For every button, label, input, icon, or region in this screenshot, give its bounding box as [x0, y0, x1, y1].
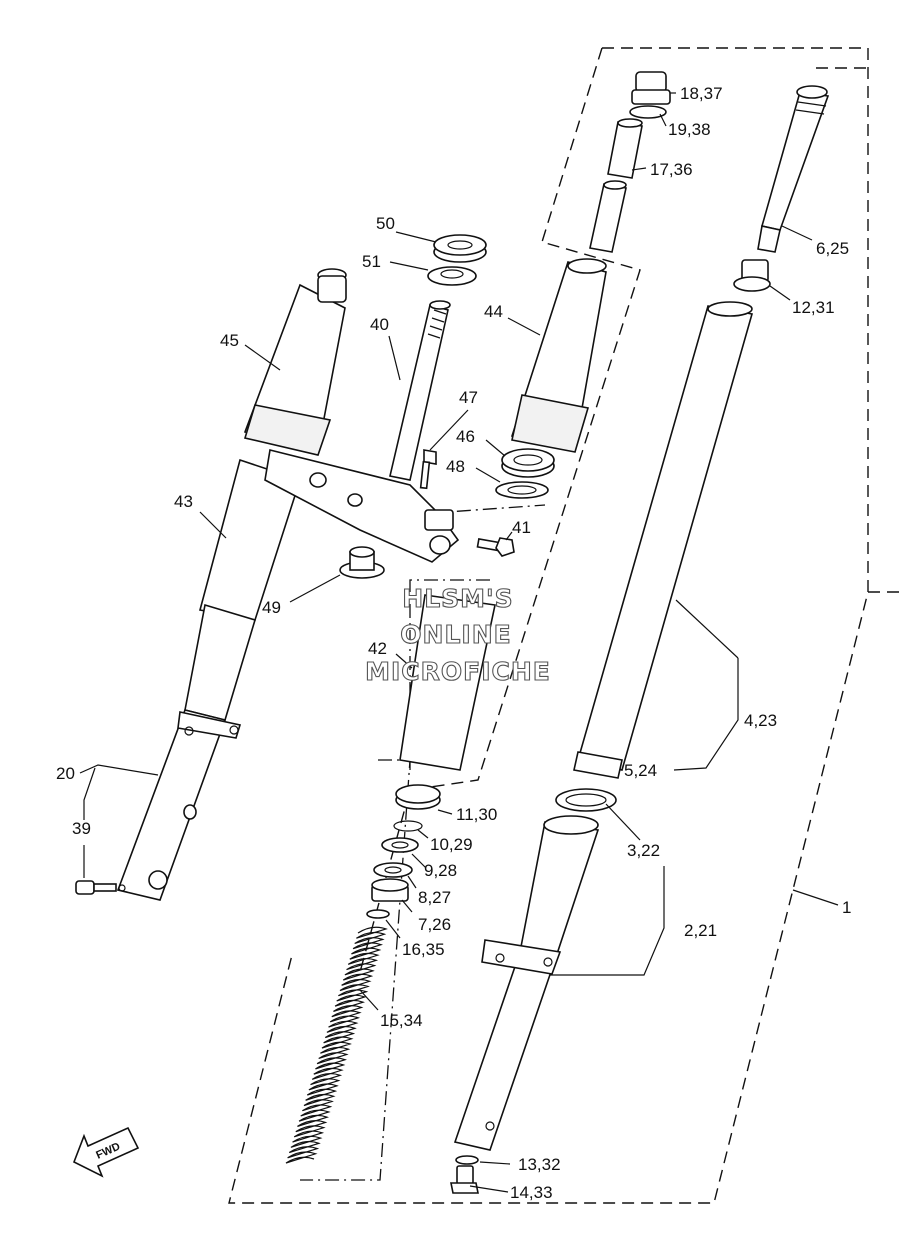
- ring-nut-46: [501, 448, 555, 478]
- callout-1: 1: [842, 898, 851, 917]
- callout-15-34: 15,34: [380, 1011, 423, 1030]
- outer-tube-2: [453, 815, 600, 1151]
- watermark: HLSM'S ONLINE MICROFICHE: [365, 583, 551, 686]
- fork-bracket: [264, 449, 460, 563]
- callout-8-27: 8,27: [418, 888, 451, 907]
- damper-rod-6: [757, 85, 830, 253]
- callout-11-30: 11,30: [456, 805, 497, 824]
- callout-47: 47: [459, 388, 478, 407]
- callout-4-23: 4,23: [744, 711, 777, 730]
- washer-9: [381, 837, 419, 853]
- callout-41: 41: [512, 518, 531, 537]
- callout-7-26: 7,26: [418, 915, 451, 934]
- callout-45: 45: [220, 331, 239, 350]
- callout-50: 50: [376, 214, 395, 233]
- bolt-47: [419, 449, 437, 490]
- fork-cover-upper-left: [243, 268, 347, 456]
- watermark-line-1: HLSM'S: [402, 584, 513, 613]
- callout-12-31: 12,31: [792, 298, 835, 317]
- callout-49: 49: [262, 598, 281, 617]
- bushing-5: [573, 751, 623, 779]
- watermark-line-2: ONLINE: [400, 620, 511, 649]
- callout-46: 46: [456, 427, 475, 446]
- drain-bolt-14: [450, 1165, 479, 1194]
- callout-43: 43: [174, 492, 193, 511]
- clip-10: [393, 820, 423, 832]
- callout-48: 48: [446, 457, 465, 476]
- callout-19-38: 19,38: [668, 120, 711, 139]
- assembly-boundary-inner: [359, 47, 641, 973]
- leader-lines: [79, 92, 839, 1193]
- fork-cover-lower-42: [399, 594, 496, 771]
- callout-42: 42: [368, 639, 387, 658]
- watermark-line-3: MICROFICHE: [365, 657, 551, 686]
- fork-spring-15: [285, 926, 388, 1164]
- callout-5-24: 5,24: [624, 761, 657, 780]
- assembly-boundary-fork: [816, 67, 900, 593]
- oil-seal-11: [395, 784, 441, 810]
- callout-44: 44: [484, 302, 503, 321]
- callout-2-21: 2,21: [684, 921, 717, 940]
- callout-20: 20: [56, 764, 75, 783]
- fork-tube-left: [116, 458, 302, 901]
- washer-51: [427, 266, 477, 286]
- callout-40: 40: [370, 315, 389, 334]
- callout-17-36: 17,36: [650, 160, 693, 179]
- callout-16-35: 16,35: [402, 940, 445, 959]
- fork-cover-upper-right: [510, 258, 607, 453]
- bolt-41: [476, 537, 515, 557]
- gasket-13: [455, 1155, 479, 1165]
- piston-7: [371, 878, 409, 902]
- callout-3-22: 3,22: [627, 841, 660, 860]
- lock-washer-48: [495, 481, 549, 499]
- collar-nut-49: [339, 546, 385, 579]
- callout-51: 51: [362, 252, 381, 271]
- callout-10-29: 10,29: [430, 835, 473, 854]
- callout-9-28: 9,28: [424, 861, 457, 880]
- oil-seal-3: [555, 788, 617, 812]
- callout-14-33: 14,33: [510, 1183, 553, 1202]
- assembly-boundary-outer: [228, 47, 869, 1204]
- fwd-arrow-icon: FWD: [72, 1126, 140, 1178]
- o-ring-19: [629, 105, 667, 119]
- callout-13-32: 13,32: [518, 1155, 561, 1174]
- seat-16: [366, 909, 390, 919]
- callout-18-37: 18,37: [680, 84, 723, 103]
- washer-8: [373, 862, 413, 878]
- washer-50: [433, 234, 487, 263]
- bolt-39: [75, 880, 126, 895]
- callout-labels: 18,37 19,38 17,36 6,25 12,31 4,23 5,24 3…: [56, 84, 851, 1202]
- callout-6-25: 6,25: [816, 239, 849, 258]
- spacer-17-lower: [589, 180, 627, 253]
- steering-stem: [389, 300, 451, 481]
- spacer-17-upper: [607, 118, 643, 179]
- inner-tube-4: [576, 301, 754, 771]
- rod-seat-12: [733, 259, 771, 292]
- callout-39: 39: [72, 819, 91, 838]
- centerline-damper: [300, 504, 546, 1181]
- cap-bolt-18: [631, 71, 671, 105]
